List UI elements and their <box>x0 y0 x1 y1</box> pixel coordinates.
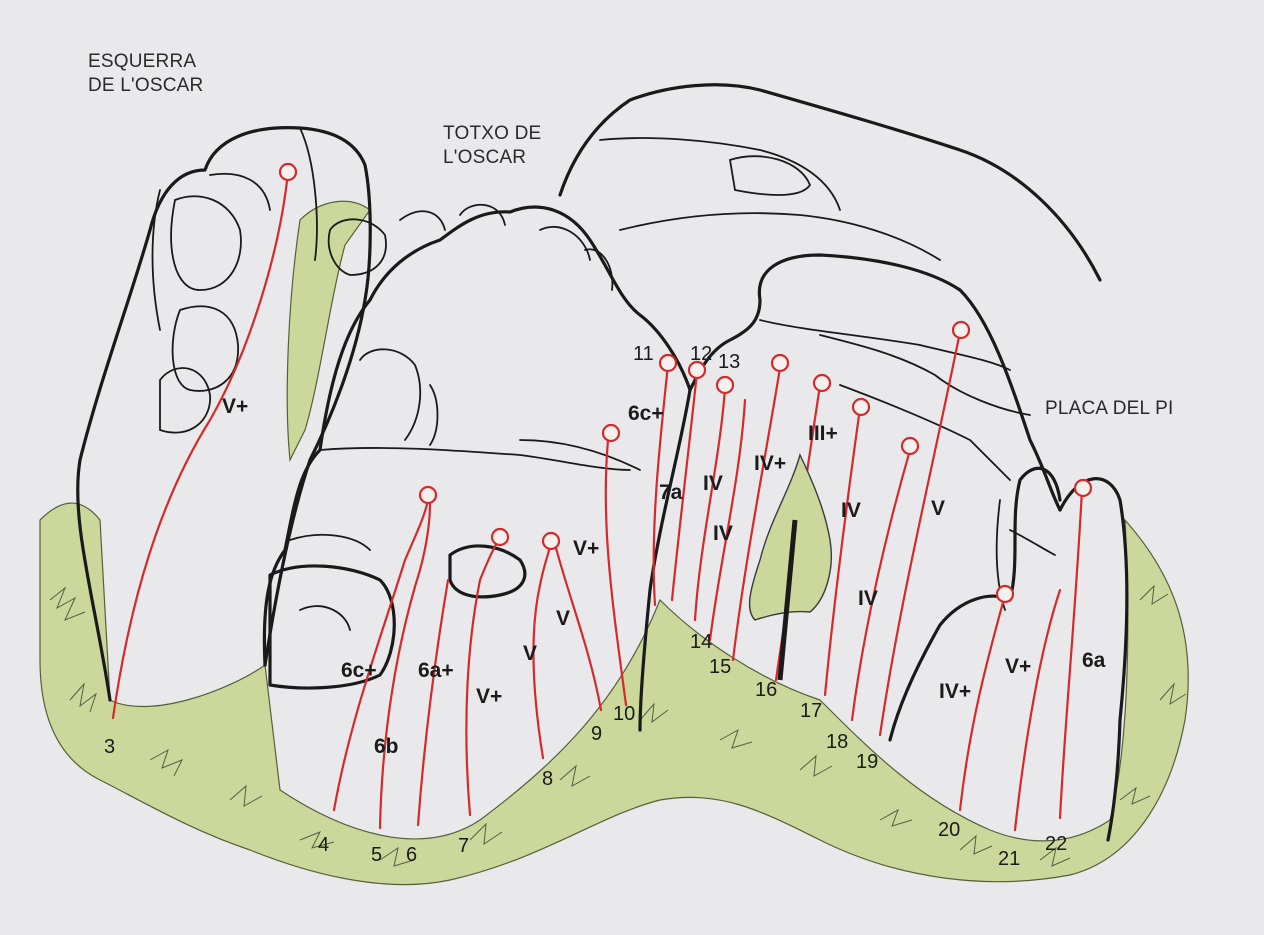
route-number-6: 6 <box>406 844 417 866</box>
route-line-21 <box>1013 588 1062 832</box>
route-number-20: 20 <box>938 819 960 841</box>
route-line-20 <box>958 593 1007 812</box>
grade-label-5: 6b <box>374 735 399 758</box>
anchor-icon <box>541 531 561 551</box>
sector-label-placa: PLACA DEL PI <box>1045 398 1174 419</box>
route-line-22 <box>1058 488 1084 820</box>
route-line-11 <box>652 363 670 607</box>
route-number-9: 9 <box>591 723 602 745</box>
route-line-7 <box>465 536 502 817</box>
sector-label-line: DE L'OSCAR <box>88 75 204 96</box>
grade-label-17: IV <box>841 499 861 522</box>
sector-label-esquerra: ESQUERRA DE L'OSCAR <box>88 50 203 98</box>
anchor-icon <box>658 353 678 373</box>
grade-label-13: IV <box>703 472 723 495</box>
grade-label-22: 6a <box>1082 649 1106 672</box>
route-number-4: 4 <box>318 834 329 856</box>
grade-label-20: IV+ <box>939 680 971 703</box>
route-number-19: 19 <box>856 751 878 773</box>
anchor-icon <box>490 527 510 547</box>
route-number-12: 12 <box>690 343 712 365</box>
grade-label-8: V <box>523 642 537 665</box>
anchor-icon <box>770 353 790 373</box>
anchors <box>278 162 1093 604</box>
ground-vegetation <box>39 200 1189 886</box>
sector-label-line: TOTXO DE <box>443 123 542 144</box>
anchor-icon <box>951 320 971 340</box>
route-line-8 <box>532 540 553 760</box>
anchor-icon <box>715 375 735 395</box>
grade-labels: V+ 6c+ 6b 6a+ V+ V V V+ 6c+ 7a IV IV IV+… <box>222 395 1106 758</box>
anchor-icon <box>278 162 298 182</box>
grade-label-18: IV <box>858 587 878 610</box>
route-number-18: 18 <box>826 731 848 753</box>
anchor-icon <box>851 397 871 417</box>
route-line-3 <box>111 170 290 720</box>
route-line-15 <box>731 366 782 662</box>
route-line-9 <box>554 546 603 712</box>
route-line-14 <box>708 398 747 642</box>
anchor-icon <box>601 423 621 443</box>
route-number-8: 8 <box>542 768 553 790</box>
route-line-17 <box>823 406 862 697</box>
sector-label-line: ESQUERRA <box>88 51 197 72</box>
grade-label-9: V <box>556 607 570 630</box>
route-line-18 <box>850 448 912 722</box>
sector-label-totxo: TOTXO DE L'OSCAR <box>443 122 541 170</box>
grade-label-12: 7a <box>659 481 683 504</box>
route-number-14: 14 <box>690 631 712 653</box>
route-number-7: 7 <box>458 835 469 857</box>
route-number-10: 10 <box>613 703 635 725</box>
route-number-13: 13 <box>718 351 740 373</box>
grade-label-19: V <box>931 497 945 520</box>
anchor-icon <box>812 373 832 393</box>
route-line-10 <box>604 438 628 707</box>
route-line-4 <box>332 498 430 812</box>
grade-label-21: V+ <box>1005 655 1031 678</box>
grade-label-16: III+ <box>808 422 838 445</box>
route-line-6 <box>416 578 450 827</box>
pine-tree-icon <box>748 453 832 681</box>
anchor-icon <box>995 584 1015 604</box>
route-number-16: 16 <box>755 679 777 701</box>
grade-label-3: V+ <box>222 395 248 418</box>
anchor-icon <box>900 436 920 456</box>
route-number-5: 5 <box>371 844 382 866</box>
grade-label-15: IV+ <box>754 452 786 475</box>
route-line-12 <box>670 370 699 602</box>
grade-label-6: 6a+ <box>418 659 454 682</box>
anchor-icon <box>1073 478 1093 498</box>
anchor-icon <box>418 485 438 505</box>
grade-label-4: 6c+ <box>341 659 377 682</box>
grade-label-7: V+ <box>476 685 502 708</box>
anchor-icon <box>687 360 707 380</box>
route-line-5 <box>378 501 432 830</box>
route-number-17: 17 <box>800 700 822 722</box>
route-lines <box>111 170 1084 832</box>
route-number-15: 15 <box>709 656 731 678</box>
route-numbers: 3 4 5 6 7 8 9 10 11 12 13 14 15 16 17 18… <box>104 343 1067 870</box>
sector-label-line: L'OSCAR <box>443 147 527 168</box>
grade-label-10: V+ <box>573 537 599 560</box>
route-line-13 <box>693 386 727 622</box>
route-number-11: 11 <box>633 343 654 365</box>
route-number-22: 22 <box>1045 833 1067 855</box>
route-line-19 <box>878 330 962 737</box>
route-number-3: 3 <box>104 736 115 758</box>
grade-label-11: 6c+ <box>628 402 664 425</box>
route-number-21: 21 <box>998 848 1020 870</box>
grade-label-14: IV <box>713 522 733 545</box>
